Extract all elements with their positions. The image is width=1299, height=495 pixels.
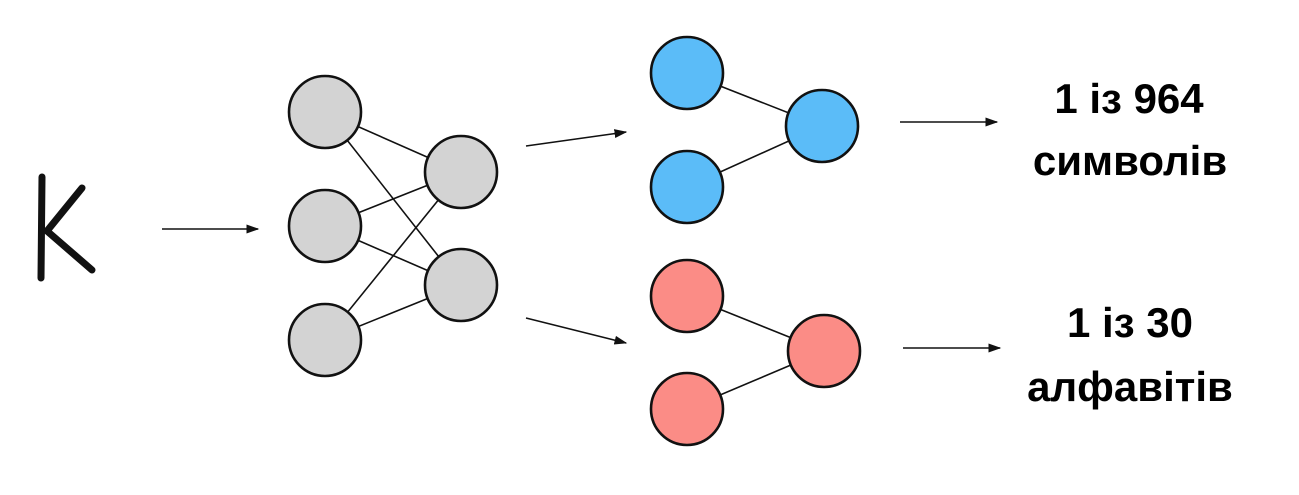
input-character-glyph: [37, 173, 96, 282]
symbol-head-output-node: [784, 88, 860, 164]
alphabet-head-output-node: [786, 313, 862, 389]
hidden-node-l1-3: [287, 302, 363, 378]
alphabets-output-label-line2: алфавітів: [1027, 363, 1233, 410]
symbols-output-label-line2: символів: [1033, 137, 1227, 184]
alphabet-head-node-2: [649, 371, 725, 447]
shared-network-nodes: [287, 74, 499, 378]
branch-arrow-alphabets: [525, 317, 628, 345]
hidden-node-l1-2: [287, 188, 363, 264]
symbol-head-node-1: [649, 35, 725, 111]
hidden-node-l2-2: [423, 247, 499, 323]
hidden-node-l1-1: [287, 74, 363, 150]
branch-arrow-symbols: [525, 129, 628, 147]
alphabet-head-node-1: [649, 258, 725, 334]
alphabet-classifier-head: [649, 258, 862, 447]
symbol-classifier-head: [649, 35, 860, 225]
symbols-output-label-line1: 1 із 964: [1054, 75, 1204, 122]
alphabets-output-label-line1: 1 із 30: [1067, 299, 1193, 346]
symbol-head-node-2: [649, 149, 725, 225]
hidden-node-l2-1: [423, 134, 499, 210]
